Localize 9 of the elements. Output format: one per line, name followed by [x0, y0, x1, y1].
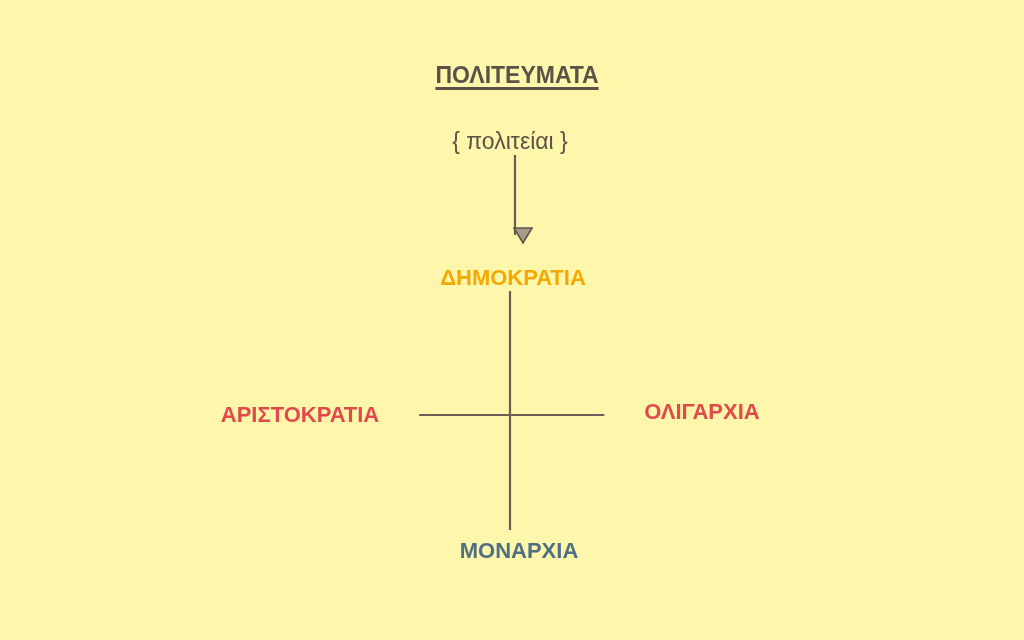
bare-label: { πολιτείαι } — [444, 128, 576, 155]
arrow — [513, 155, 533, 244]
category-label: ΟΛΙΓΑΡΧΙΑ — [604, 399, 768, 425]
connector-line — [419, 413, 605, 417]
category-label: ΔΗΜΟΚΡΑΤΙΑ — [432, 235, 594, 291]
category-label: ΜΟΝΑΡΧΙΑ — [451, 530, 587, 564]
category-label: ΑΡΙΣΤΟΚΡΑΤΙΑ — [212, 402, 420, 428]
connector-line — [508, 291, 512, 530]
diagram-title: ΠΟΛΙΤΕΥΜΑΤΑ — [435, 62, 599, 89]
